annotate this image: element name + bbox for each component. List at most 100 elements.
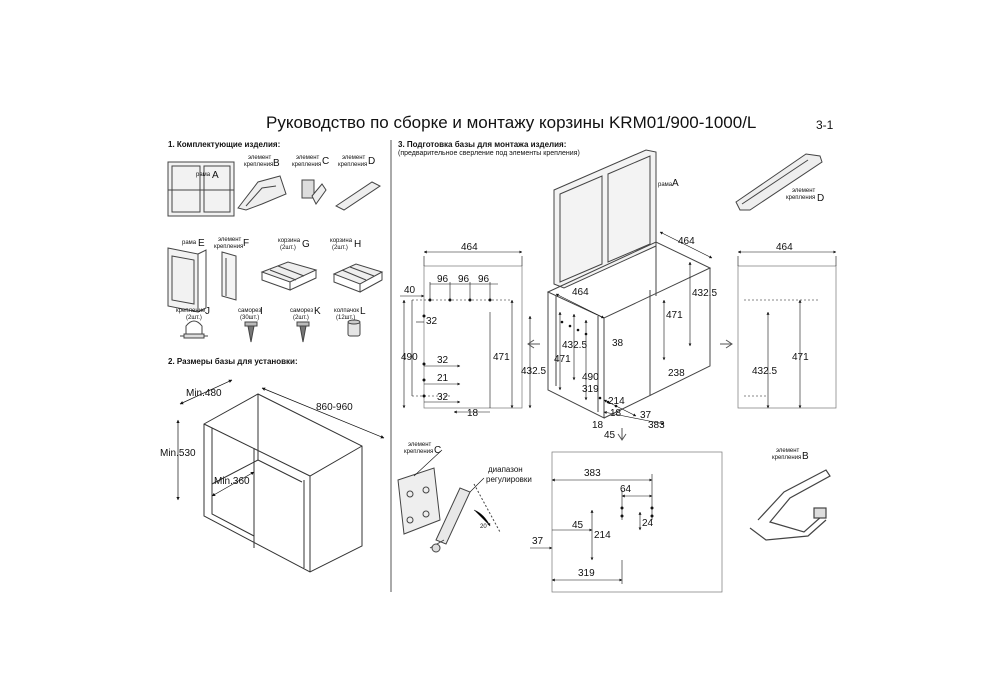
lp-dim-18: 18 <box>467 408 479 419</box>
part-j-clip-icon <box>180 320 208 339</box>
hp-dim-383: 383 <box>584 468 601 479</box>
part-c-hinge-icon <box>301 179 327 205</box>
base-cabinet-drawing <box>203 393 363 573</box>
iso-frame-name: рама <box>658 182 673 188</box>
iso-dim-45: 45 <box>604 430 616 441</box>
iso-dim-38: 38 <box>612 338 624 349</box>
detail-b-name1: элемент <box>776 448 800 454</box>
iso-dim-18b: 18 <box>592 420 604 431</box>
detail-c-name2: крепления <box>404 449 433 455</box>
part-e-name: рама <box>182 240 197 246</box>
part-l-letter: L <box>360 306 366 317</box>
rp-dim-471: 471 <box>792 352 809 363</box>
part-g-name2: (2шт.) <box>280 245 296 251</box>
part-b-name2: крепления <box>244 162 273 168</box>
part-i-name2: (30шт.) <box>240 315 259 321</box>
hp-dim-45: 45 <box>572 520 584 531</box>
arrow-down-icon <box>617 428 627 441</box>
iso-dim-4325b: 432.5 <box>562 340 587 351</box>
part-g-name1: корзина <box>278 238 301 244</box>
part-b-letter: B <box>273 158 280 169</box>
part-k-screw-icon <box>296 321 310 343</box>
detail-c-letter: C <box>434 445 441 456</box>
part-i-screw-icon <box>244 321 258 343</box>
part-f-bracket-icon <box>221 251 237 301</box>
lp-dim-32a: 32 <box>426 316 438 327</box>
min530-label: Min.530 <box>160 448 196 459</box>
hp-dim-24: 24 <box>642 518 654 529</box>
hp-dim-64: 64 <box>620 484 632 495</box>
hp-dim-37: 37 <box>532 536 544 547</box>
part-a-letter: A <box>212 170 219 181</box>
rp-width-464: 464 <box>776 242 793 253</box>
rail-d-icon <box>735 153 823 211</box>
part-f-name2: крепления <box>214 244 243 250</box>
detail-c-20: 20 <box>480 524 487 530</box>
iso-dim-18a: 18 <box>610 408 622 419</box>
parts-labels: рама A элемент крепления B элемент крепл… <box>176 155 375 321</box>
lp-dim-96b: 96 <box>458 274 470 285</box>
iso-dim-238: 238 <box>668 368 685 379</box>
part-l-name1: колпачок <box>334 308 359 314</box>
part-a-frame-icon <box>167 161 235 217</box>
arrow-right-icon <box>720 339 733 349</box>
detail-c-name1: элемент <box>408 442 432 448</box>
section-3-heading: 3. Подготовка базы для монтажа изделия: <box>398 140 567 149</box>
part-h-basket-icon <box>332 263 384 293</box>
arrow-left-icon <box>527 339 540 349</box>
part-f-letter: F <box>243 238 249 249</box>
part-c-name2: крепления <box>292 162 321 168</box>
part-f-name1: элемент <box>218 237 242 243</box>
iso-dim-490: 490 <box>582 372 599 383</box>
part-l-name2: (12шт.) <box>336 315 355 321</box>
rail-d-name1: элемент <box>792 188 816 194</box>
rail-d-letter: D <box>817 193 824 204</box>
part-h-name1: корзина <box>330 238 353 244</box>
hp-dim-214: 214 <box>594 530 611 541</box>
rp-dim-4325: 432.5 <box>752 366 777 377</box>
section-2-heading: 2. Размеры базы для установки: <box>168 357 298 366</box>
detail-c-hinge-drawing <box>397 467 501 553</box>
part-j-name2: (2шт.) <box>186 315 202 321</box>
iso-dim-214: 214 <box>608 396 625 407</box>
range-860-960-label: 860-960 <box>316 402 353 413</box>
part-j-name1: крепление <box>176 308 206 314</box>
part-l-cap-icon <box>347 319 361 337</box>
detail-c-range1: диапазон <box>488 465 523 474</box>
lp-dim-471: 471 <box>493 352 510 363</box>
rail-d-name2: крепления <box>786 195 815 201</box>
page-title: Руководство по сборке и монтажу корзины … <box>266 113 757 132</box>
base-dimension-lines <box>176 379 385 501</box>
page-number: 3-1 <box>816 118 834 132</box>
iso-dim-471b: 471 <box>554 354 571 365</box>
detail-c-range2: регулировки <box>486 475 532 484</box>
part-e-frame-icon <box>167 247 207 313</box>
hp-dim-319: 319 <box>578 568 595 579</box>
section-1-heading: 1. Комплектующие изделия: <box>168 140 281 149</box>
lp-width-464: 464 <box>461 242 478 253</box>
part-g-letter: G <box>302 239 310 250</box>
part-c-letter: C <box>322 156 329 167</box>
iso-dim-383: 383 <box>648 420 665 431</box>
part-k-name2: (2шт.) <box>293 315 309 321</box>
lp-dim-96c: 96 <box>478 274 490 285</box>
part-d-name1: элемент <box>342 155 366 161</box>
part-i-letter: I <box>260 306 263 317</box>
part-g-basket-icon <box>260 261 318 291</box>
lp-dim-40: 40 <box>404 285 416 296</box>
lp-dim-32c: 32 <box>437 392 449 403</box>
lp-dim-4325: 432.5 <box>521 366 546 377</box>
right-panel-plan <box>737 250 837 409</box>
part-a-name: рама <box>196 172 211 178</box>
part-i-name1: саморез <box>238 308 261 314</box>
part-e-letter: E <box>198 238 205 249</box>
iso-dim-4325a: 432.5 <box>692 288 717 299</box>
part-d-name2: крепления <box>338 162 367 168</box>
detail-b-letter: B <box>802 451 809 462</box>
iso-dim-471a: 471 <box>666 310 683 321</box>
part-h-name2: (2шт.) <box>332 245 348 251</box>
iso-frame-letter: A <box>672 178 679 189</box>
part-b-name1: элемент <box>248 155 272 161</box>
detail-b-bracket-drawing <box>749 469 831 541</box>
